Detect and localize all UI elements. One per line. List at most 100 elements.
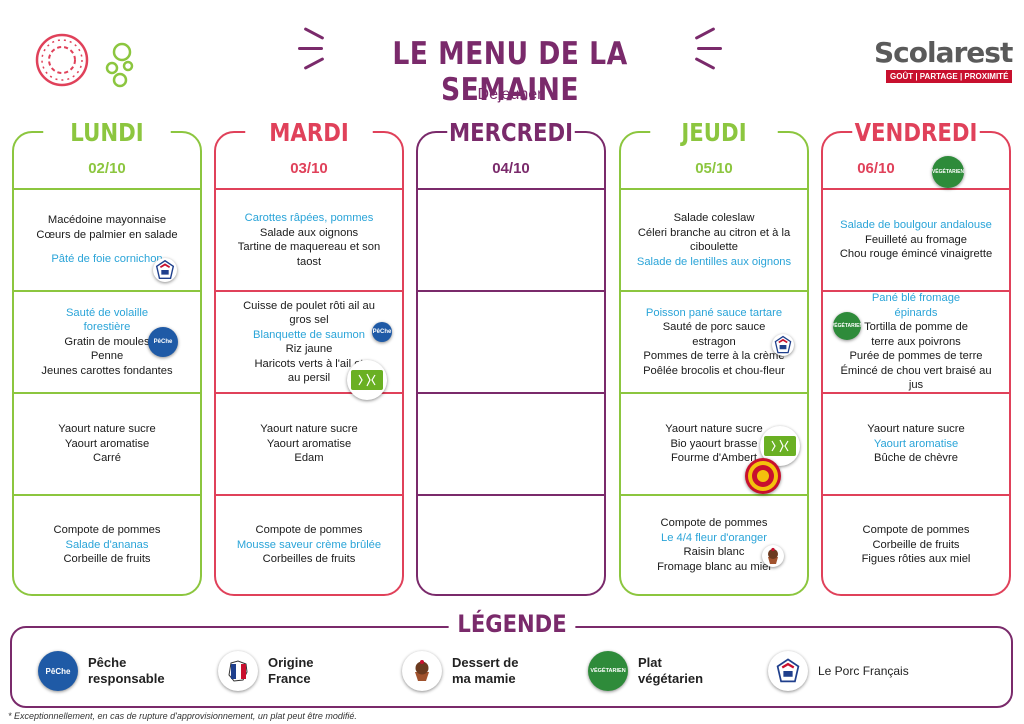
menu-item: Compote de pommes: [660, 517, 768, 529]
menu-item: Gratin de moules: [64, 335, 150, 348]
section-divider: [416, 188, 606, 190]
section-divider: [12, 494, 202, 496]
bubbles-decoration-icon: [100, 40, 150, 90]
day-name: JEUDI: [650, 118, 778, 152]
menu-item: Fourme d'Ambert: [670, 452, 758, 465]
menu-item: Le 4/4 fleur d'oranger: [660, 531, 767, 544]
title-decoration-line: [694, 27, 716, 40]
menu-item: Yaourt aromatise: [873, 437, 959, 450]
menu-item: Bio yaourt brasse: [670, 437, 758, 450]
menu-item: Sauté de volaille: [65, 306, 149, 319]
aop-icon: [745, 458, 781, 494]
menu-item: Yaourt nature sucre: [58, 423, 156, 436]
menu-item: estragon: [692, 335, 736, 348]
menu-item: Pommes de terre à la crème: [643, 350, 785, 363]
cupcake-icon: [762, 545, 784, 567]
menu-item: Pané blé fromage: [871, 292, 961, 305]
section-divider: [619, 290, 809, 292]
menu-item: Feuilleté au fromage: [865, 233, 967, 246]
menu-item: au persil: [287, 372, 331, 384]
menu-item: Corbeille de fruits: [63, 553, 151, 566]
menu-section: [418, 292, 604, 392]
page-subtitle: Déjeuner: [477, 86, 543, 103]
section-divider: [416, 392, 606, 394]
menu-item: Yaourt nature sucre: [260, 423, 358, 436]
menu-item: Salade d'ananas: [65, 538, 149, 551]
vegetarian-icon: VÉGÉTARIEN: [833, 312, 861, 340]
menu-item: Purée de pommes de terre: [849, 350, 983, 363]
menu-item: Yaourt aromatise: [64, 437, 150, 450]
menu-item: Chou rouge émincé vinaigrette: [839, 248, 993, 261]
menu-item: gros sel: [289, 314, 329, 326]
day-name: MARDI: [245, 118, 373, 152]
menu-item: Edam: [294, 452, 324, 465]
menu-item: Céleri branche au citron et à la: [637, 226, 791, 239]
menu-section: [418, 496, 604, 594]
menu-item: Mousse saveur crème brûlée: [236, 538, 382, 551]
porc-francais-icon: [768, 651, 808, 691]
legend-label: Origine France: [268, 655, 314, 686]
scolarest-logo: Scolarest GOÛT | PARTAGE | PROXIMITÉ: [868, 36, 1013, 86]
section-divider: [12, 392, 202, 394]
menu-item: Macédoine mayonnaise: [47, 214, 167, 227]
menu-item: Poêlée brocolis et chou-fleur: [643, 364, 785, 377]
title-decoration-line: [697, 47, 722, 50]
menu-item: Figues rôties aux miel: [861, 553, 971, 566]
section-divider: [214, 188, 404, 190]
porc-icon: [772, 334, 794, 356]
menu-item: Tartine de maquereau et son taost: [237, 241, 381, 268]
legend-title: LÉGENDE: [448, 610, 576, 644]
menu-item: Salade aux oignons: [259, 226, 359, 239]
legend-item: Dessert de ma mamie: [402, 646, 518, 696]
menu-item: Tortilla de pomme de: [864, 321, 968, 334]
menu-item: terre aux poivrons: [871, 335, 961, 348]
title-decoration-line: [303, 57, 325, 70]
title-decoration-line: [694, 57, 716, 70]
menu-item: Penne: [90, 350, 124, 363]
menu-item: Yaourt nature sucre: [867, 423, 965, 436]
menu-item: Yaourt nature sucre: [665, 423, 763, 436]
menu-section: [418, 394, 604, 494]
badge-label: PêChe: [153, 339, 173, 345]
menu-item: Blanquette de saumon: [253, 328, 365, 341]
section-divider: [214, 290, 404, 292]
menu-item: Compote de pommes: [255, 524, 363, 537]
footnote: * Exceptionnellement, en cas de rupture …: [8, 711, 357, 721]
section-divider: [619, 494, 809, 496]
menu-item: Compote de pommes: [53, 524, 161, 537]
menu-item: Corbeille de fruits: [872, 538, 960, 551]
legend-label: Le Porc Français: [818, 664, 909, 678]
menu-item: Sauté de porc sauce: [662, 321, 766, 334]
day-date: 06/10: [857, 160, 895, 177]
cupcake-icon: [402, 651, 442, 691]
day-name: MERCREDI: [447, 118, 575, 152]
menu-item: ciboulette: [690, 241, 738, 253]
day-date: 03/10: [290, 160, 328, 177]
legend-label: Dessert de ma mamie: [452, 655, 519, 686]
france-map-icon: [218, 651, 258, 691]
plate-decoration-icon: [30, 30, 100, 100]
menu-item: Corbeilles de fruits: [262, 553, 356, 566]
section-divider: [214, 392, 404, 394]
badge-label: PêChe: [372, 329, 392, 335]
menu-item: Cuisse de poulet rôti ail au: [243, 299, 375, 312]
day-date: 02/10: [88, 160, 126, 177]
badge-label: VÉGÉTARIEN: [932, 169, 964, 175]
menu-item: Carottes râpées, pommes: [244, 212, 374, 224]
day-name: VENDREDI: [852, 118, 980, 152]
vegetarian-icon: VÉGÉTARIEN: [588, 651, 628, 691]
menu-item: Fromage blanc au miel: [657, 560, 771, 573]
